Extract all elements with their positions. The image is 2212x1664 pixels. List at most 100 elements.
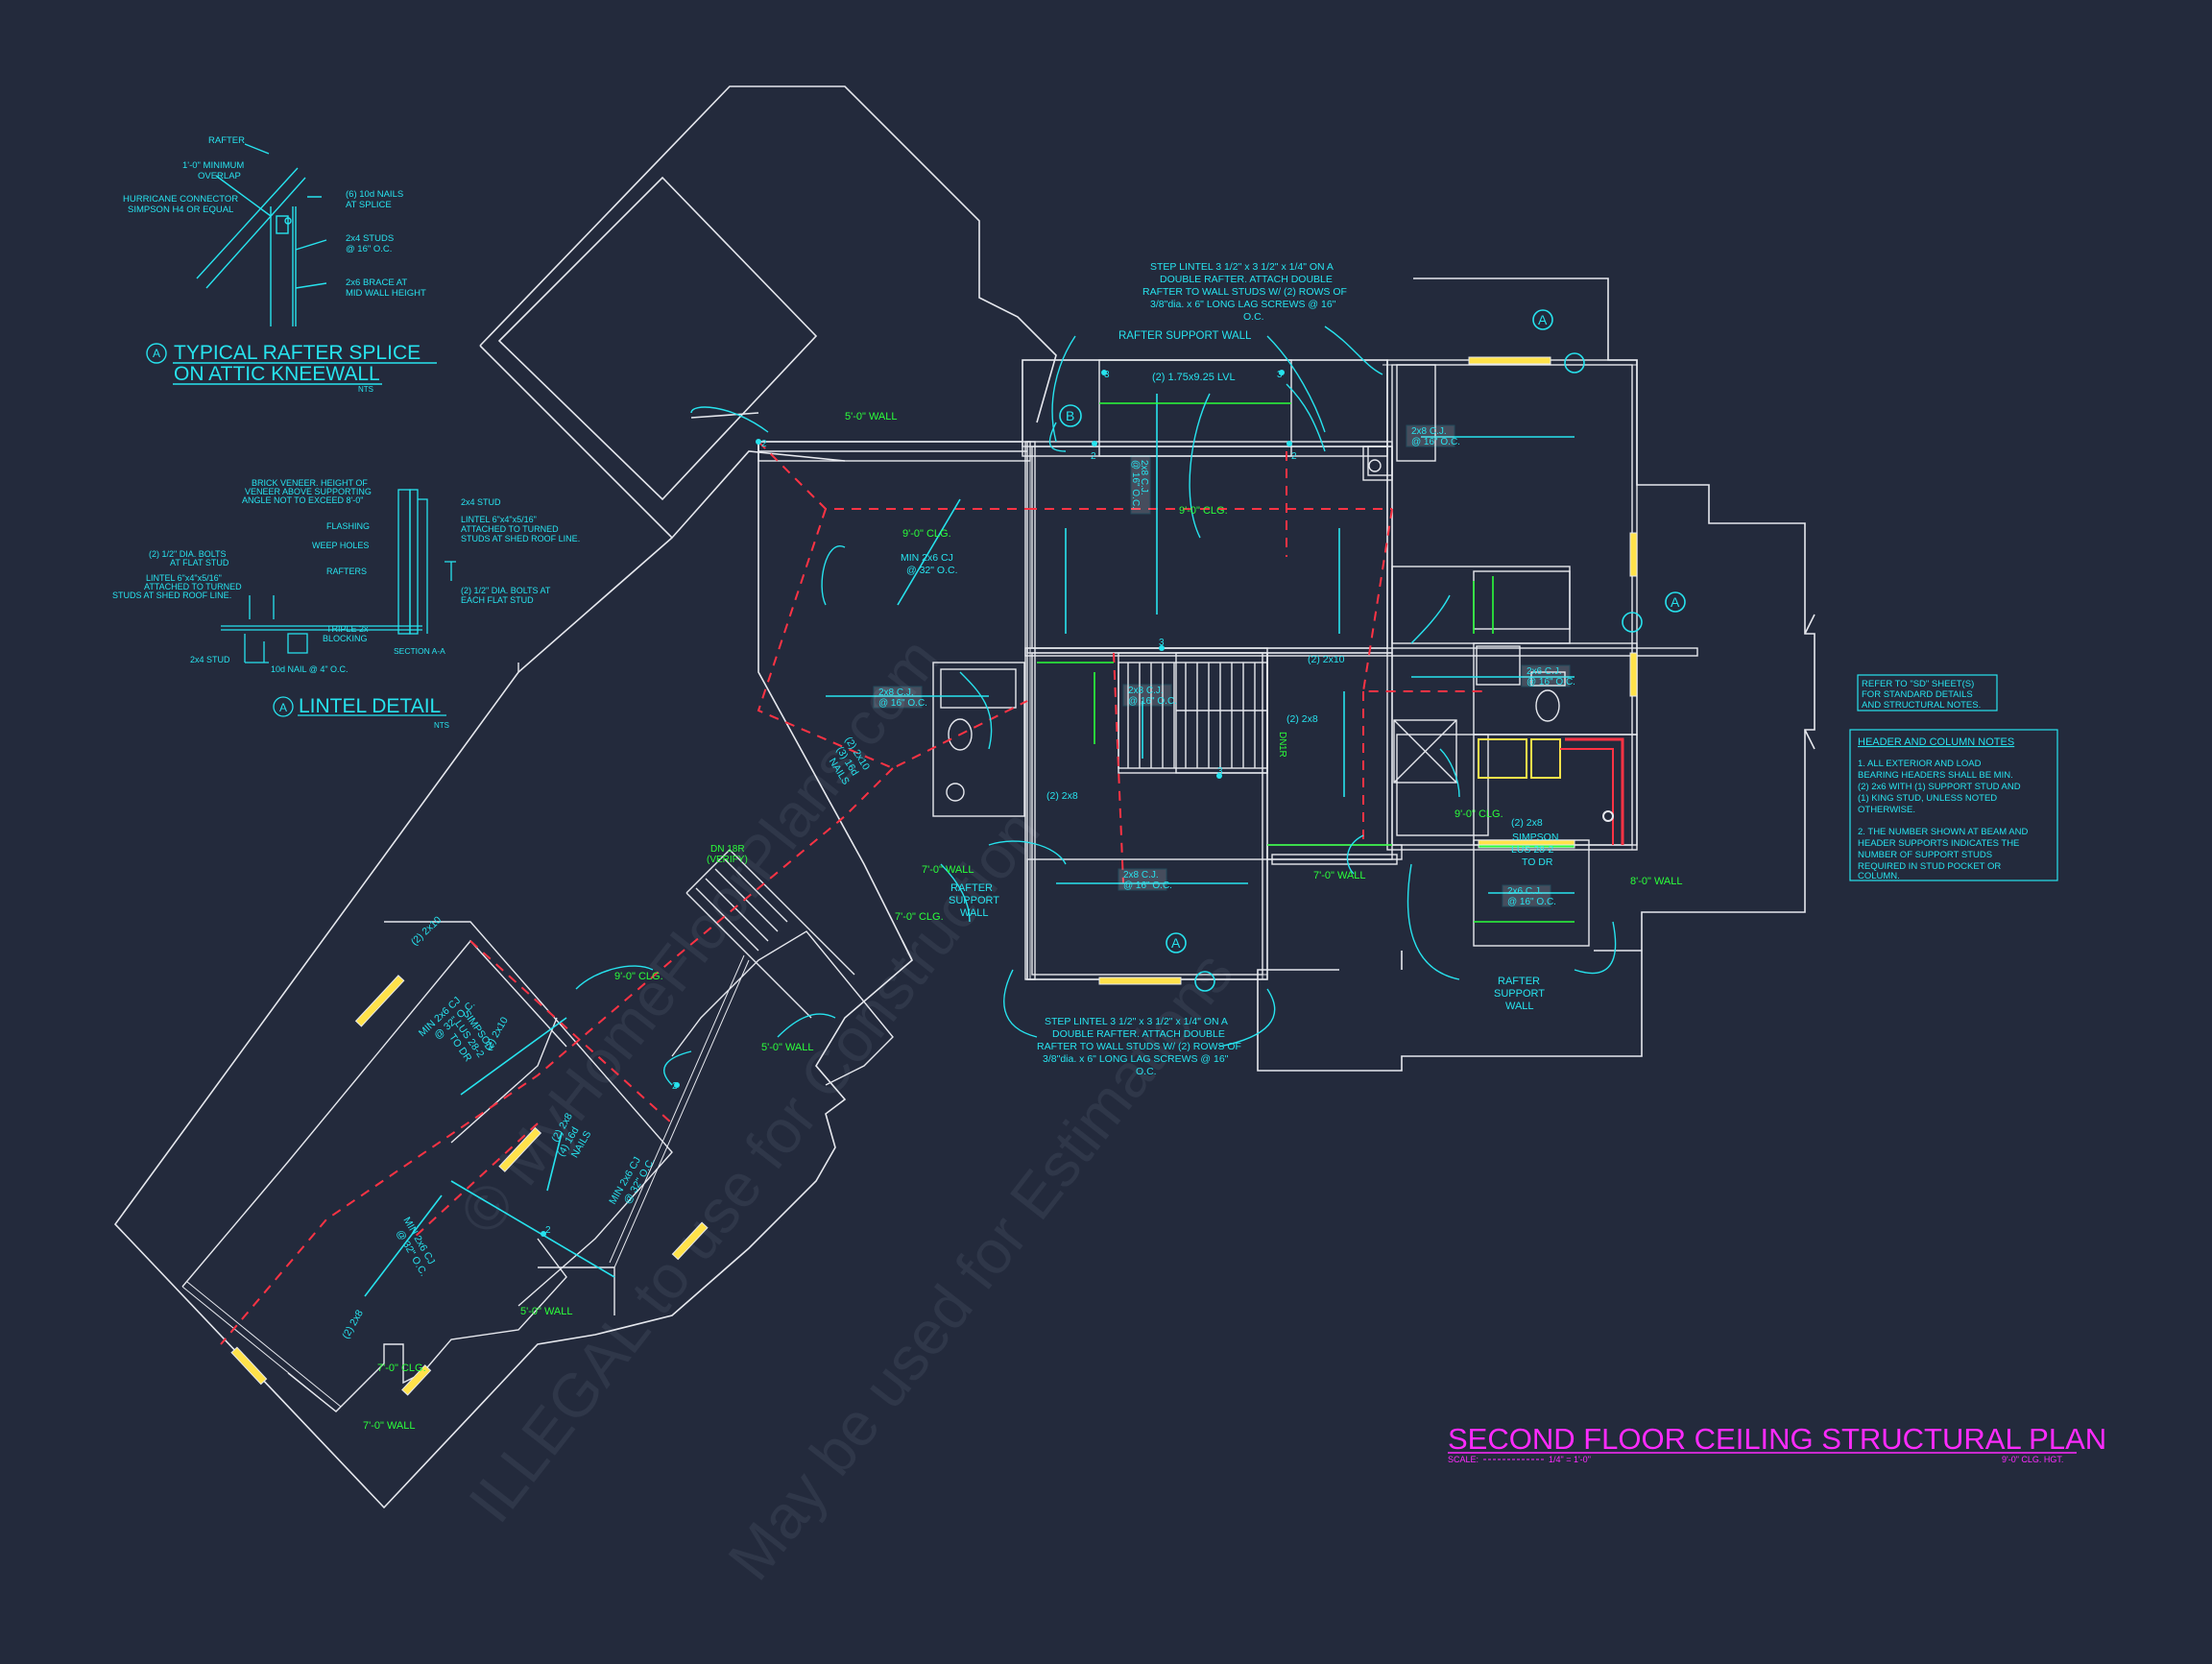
lintel-note-17: EACH FLAT STUD [461, 595, 534, 605]
rafter-note-nails-2: AT SPLICE [346, 200, 392, 210]
header-note-2: BEARING HEADERS SHALL BE MIN. [1858, 770, 2013, 781]
rafter-note-overlap-2: OVERLAP [198, 171, 241, 181]
joist-tag-bath2: 2x8 C.J. [878, 687, 914, 698]
stud-count-6: 3 [1217, 766, 1223, 777]
step-lintel-bottom-1: STEP LINTEL 3 1/2" x 3 1/2" x 1/4" ON A [1045, 1016, 1228, 1027]
refer-sd-line-3: AND STRUCTURAL NOTES. [1862, 700, 1981, 711]
wall-8-0: 8'-0" WALL [1630, 876, 1683, 887]
joist-tag-loft-spacing: @ 16" O.C. [1130, 460, 1141, 509]
lintel-note-11: (2) 1/2" DIA. BOLTS [149, 549, 227, 559]
step-lintel-top-1: STEP LINTEL 3 1/2" x 3 1/2" x 1/4" ON A [1150, 261, 1334, 273]
lintel-detail-marker: A [279, 701, 287, 714]
section-marker-a1: A [1538, 312, 1548, 327]
plan-title: SECOND FLOOR CEILING STRUCTURAL PLAN [1448, 1422, 2106, 1456]
lintel-note-13: LINTEL 6"x4"x5/16" [146, 573, 222, 583]
rafter-note-brace-2: MID WALL HEIGHT [346, 288, 426, 299]
detail-lintel: BRICK VENEER. HEIGHT OF VENEER ABOVE SUP… [112, 478, 580, 730]
clg-9-0-c: 9'-0" CLG. [614, 971, 663, 982]
refer-sd-line-1: REFER TO "SD" SHEET(S) [1862, 679, 1974, 689]
header-note-5: OTHERWISE. [1858, 805, 1915, 815]
joist-tag-bed1: 2x8 C.J. [1411, 426, 1447, 437]
header-notes-title: HEADER AND COLUMN NOTES [1858, 736, 2014, 748]
stair-1r: 1R [1277, 745, 1287, 758]
rafter-support-left-1: RAFTER [950, 882, 993, 894]
min-2x6-cj-label: MIN 2x6 CJ [901, 552, 953, 564]
lintel-note-5: FLASHING [326, 521, 370, 531]
rafter-support-right-3: WALL [1505, 1001, 1534, 1012]
plan-scale-label: SCALE: [1448, 1455, 1479, 1464]
lintel-note-12: AT FLAT STUD [170, 558, 229, 567]
wall-7-0-b: 7'-0" WALL [1313, 870, 1366, 881]
step-lintel-bottom-4: 3/8"dia. x 6" LONG LAG SCREWS @ 16" [1043, 1053, 1229, 1065]
wall-5-0-top: 5'-0" WALL [845, 411, 898, 422]
lintel-note-15: STUDS AT SHED ROOF LINE. [112, 591, 231, 600]
stair-dn-18r: DN 18R [710, 844, 745, 855]
step-lintel-bottom-3: RAFTER TO WALL STUDS W/ (2) ROWS OF [1037, 1041, 1241, 1052]
rafter-note-brace-1: 2x6 BRACE AT [346, 277, 407, 288]
plan-scale-value: 1/4" = 1'-0" [1549, 1455, 1591, 1464]
header-2x10-b: (2) 2x10 [1308, 654, 1345, 665]
lintel-note-7: ATTACHED TO TURNED [461, 524, 559, 534]
kitchen-cabinets [1478, 737, 1624, 845]
joist-tag-nook: 2x6 C.J. [1507, 886, 1543, 897]
stud-count-2: 3 [1277, 370, 1283, 380]
stud-count-4: 2 [1291, 451, 1297, 462]
rafter-detail-nts: NTS [358, 385, 373, 394]
lintel-note-1: BRICK VENEER. HEIGHT OF [252, 478, 368, 488]
rafter-note-studs-1: 2x4 STUDS [346, 233, 394, 244]
step-lintel-bottom: STEP LINTEL 3 1/2" x 3 1/2" x 1/4" ON A … [1037, 1016, 1241, 1077]
lintel-note-4: 2x4 STUD [461, 497, 501, 507]
simpson-right-1: SIMPSON [1512, 832, 1558, 843]
rafter-support-left-3: WALL [960, 907, 989, 919]
stud-count-7: 2 [672, 1081, 678, 1092]
rafter-note-rafter: RAFTER [208, 135, 245, 146]
joist-tag-bath2-spacing: @ 16" O.C. [878, 698, 927, 709]
step-lintel-top-3: RAFTER TO WALL STUDS W/ (2) ROWS OF [1142, 286, 1347, 298]
step-lintel-bottom-5: O.C. [1136, 1066, 1157, 1077]
detail-rafter-splice: RAFTER 1'-0" MINIMUM OVERLAP HURRICANE C… [123, 135, 437, 394]
plan-title-block: SECOND FLOOR CEILING STRUCTURAL PLAN SCA… [1448, 1422, 2106, 1464]
rafter-note-studs-2: @ 16" O.C. [346, 244, 392, 254]
simpson-right-3: TO DR [1522, 856, 1553, 868]
header-note-4: (1) KING STUD, UNLESS NOTED [1858, 793, 1997, 804]
wall-7-0-c: 7'-0" WALL [363, 1420, 416, 1432]
lintel-note-14: ATTACHED TO TURNED [144, 582, 242, 591]
stair-verify: (VERIFY) [707, 855, 748, 865]
stud-count-5: 3 [1159, 638, 1165, 648]
rafter-detail-title-1: TYPICAL RAFTER SPLICE [174, 342, 421, 364]
clg-9-0-b: 9'-0" CLG. [1179, 505, 1228, 517]
header-2x10-c: (2) 2x10 [409, 914, 444, 948]
joist-tag-bed1-spacing: @ 16" O.C. [1411, 437, 1460, 447]
lintel-note-19: BLOCKING [323, 634, 368, 643]
clg-9-0-a: 9'-0" CLG. [902, 528, 951, 540]
header-2x8-e: (2) 2x8 [340, 1308, 366, 1340]
wall-5-0-bot: 5'-0" WALL [520, 1306, 573, 1317]
section-marker-a3: A [1171, 935, 1181, 951]
step-lintel-top-2: DOUBLE RAFTER. ATTACH DOUBLE [1160, 274, 1333, 285]
header-note-10: COLUMN. [1858, 871, 1900, 881]
header-note-3: (2) 2x6 WITH (1) SUPPORT STUD AND [1858, 782, 2021, 792]
simpson-right-2: LUS 28-2 [1511, 844, 1554, 856]
section-marker-a2: A [1671, 594, 1680, 610]
rafter-detail-title-2: ON ATTIC KNEEWALL [174, 363, 380, 385]
lintel-note-21: 10d NAIL @ 4" O.C. [271, 664, 349, 674]
wall-7-0-a: 7'-0" WALL [922, 864, 974, 876]
clg-7-0-b: 7'-0" CLG. [377, 1363, 426, 1374]
lvl-beam-label: (2) 1.75x9.25 LVL [1152, 372, 1236, 383]
support-points [541, 370, 1292, 1237]
stud-count-3: 2 [1091, 451, 1096, 462]
step-lintel-top: STEP LINTEL 3 1/2" x 3 1/2" x 1/4" ON A … [1142, 261, 1347, 323]
min-2x6-cj-spacing: @ 32" O.C. [906, 565, 957, 576]
lintel-section-label: SECTION A-A [394, 646, 445, 656]
joist-tag-nook-spacing: @ 16" O.C. [1507, 897, 1556, 907]
annotations-green: 5'-0" WALL 9'-0" CLG. 9'-0" CLG. 9'-0" C… [363, 411, 1683, 1432]
green-lines [1037, 402, 1575, 923]
step-lintel-top-4: 3/8"dia. x 6" LONG LAG SCREWS @ 16" [1150, 299, 1336, 310]
section-markers [1059, 309, 1686, 992]
joist-tag-bed2-spacing: @ 16" O.C. [1123, 880, 1172, 891]
rafter-detail-marker: A [153, 347, 160, 360]
exterior-wall-hatch [181, 359, 1638, 1412]
watermark: © MyHomeFloorPlans.com ILLEGAL to use fo… [445, 625, 1246, 1593]
